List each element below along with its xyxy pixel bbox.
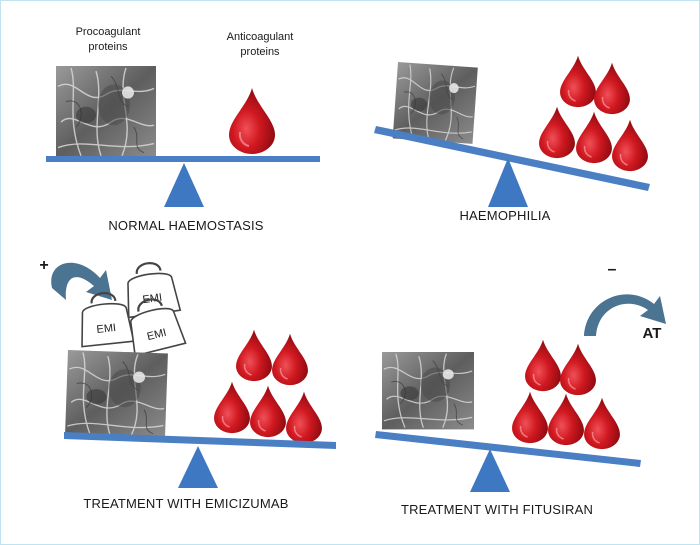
minus-sign: – bbox=[608, 261, 617, 278]
blood-drop-group bbox=[538, 54, 649, 172]
blood-drop-icon bbox=[559, 342, 597, 396]
caption-haemophilia: HAEMOPHILIA bbox=[459, 208, 550, 223]
fulcrum bbox=[178, 446, 218, 488]
kettlebell-weight-icon: EMI bbox=[75, 289, 135, 348]
balance-beam bbox=[375, 431, 641, 467]
antithrombin-label: AT bbox=[643, 325, 662, 342]
fulcrum bbox=[164, 163, 204, 207]
svg-text:EMI: EMI bbox=[96, 322, 117, 336]
panel-treatment-fitusiran: – AT TREATMENT WITH FITUSIRAN bbox=[375, 261, 666, 517]
blood-drop-icon bbox=[611, 118, 649, 172]
blood-drop-icon bbox=[547, 392, 585, 446]
blood-drop-icon bbox=[228, 87, 276, 155]
caption-treatment-fitusiran: TREATMENT WITH FITUSIRAN bbox=[401, 502, 593, 517]
blood-drop-icon bbox=[271, 332, 309, 386]
emi-weights-stack: EMI EMI EMI bbox=[75, 258, 187, 357]
balance-beam bbox=[374, 126, 650, 191]
procoagulant-micrograph bbox=[64, 349, 169, 440]
svg-text:EMI: EMI bbox=[146, 327, 168, 343]
procoagulant-micrograph bbox=[381, 351, 475, 431]
blood-drop-icon bbox=[511, 390, 549, 444]
blood-drop-group bbox=[213, 328, 323, 444]
procoagulant-micrograph bbox=[392, 61, 479, 145]
caption-treatment-emicizumab: TREATMENT WITH EMICIZUMAB bbox=[83, 496, 288, 511]
curved-arrow-icon bbox=[51, 262, 112, 300]
blood-drop-icon bbox=[538, 105, 576, 159]
panel-normal-haemostasis: Procoagulant proteins Anticoagulant prot… bbox=[46, 26, 320, 233]
blood-drop-icon bbox=[249, 384, 287, 438]
panel-haemophilia: HAEMOPHILIA bbox=[374, 54, 650, 223]
procoagulant-label-line1: Procoagulant bbox=[76, 26, 141, 38]
balance-beam bbox=[46, 156, 320, 162]
kettlebell-weight-icon: EMI bbox=[121, 292, 187, 357]
blood-drop-icon bbox=[235, 328, 273, 382]
fulcrum bbox=[488, 158, 528, 207]
fulcrum bbox=[470, 449, 510, 492]
blood-drop-icon bbox=[524, 338, 562, 392]
blood-drop-icon bbox=[285, 390, 323, 444]
blood-drop-icon bbox=[575, 110, 613, 164]
blood-drop-icon bbox=[583, 396, 621, 450]
curved-arrow-icon bbox=[584, 294, 666, 336]
blood-drop-icon bbox=[559, 54, 597, 108]
anticoagulant-label-line1: Anticoagulant bbox=[227, 31, 294, 43]
caption-normal-haemostasis: NORMAL HAEMOSTASIS bbox=[108, 218, 263, 233]
panel-treatment-emicizumab: + EMI EMI EMI bbox=[39, 257, 336, 511]
anticoagulant-label-line2: proteins bbox=[240, 46, 280, 58]
procoagulant-micrograph bbox=[55, 65, 157, 159]
blood-drop-group bbox=[511, 338, 621, 450]
plus-sign: + bbox=[39, 257, 48, 274]
blood-drop-icon bbox=[593, 61, 631, 115]
procoagulant-label-line2: proteins bbox=[88, 41, 128, 53]
blood-drop-icon bbox=[213, 380, 251, 434]
balance-beam bbox=[64, 432, 336, 449]
